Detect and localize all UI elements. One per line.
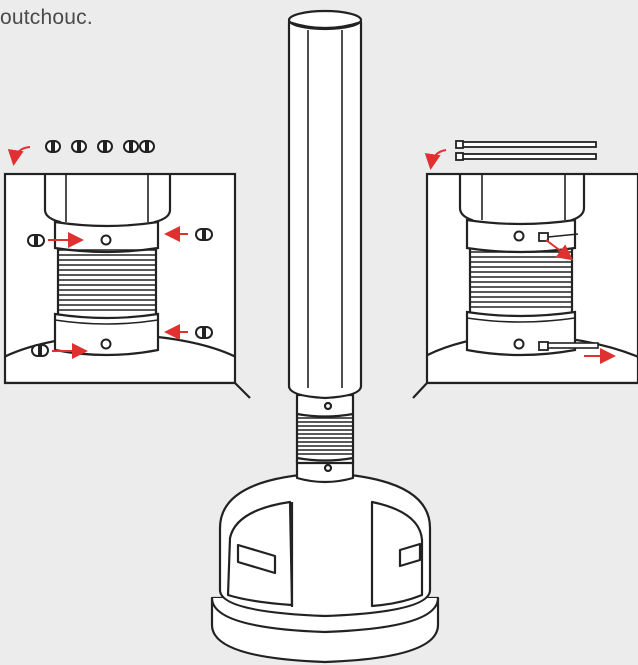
pole-assembly — [210, 9, 440, 664]
right-detail-panel — [412, 140, 638, 399]
screw-icon — [27, 228, 213, 357]
left-detail-panel — [3, 140, 251, 399]
push-arrow-icon — [48, 226, 188, 359]
rotate-arrow-icon — [424, 149, 447, 170]
pole-bellows — [295, 393, 355, 473]
rotate-arrow-icon — [7, 146, 31, 166]
caption-text: outchouc. — [0, 6, 93, 29]
pole-base — [210, 458, 440, 664]
pole-tube — [287, 9, 363, 400]
push-arrow-icon — [545, 239, 616, 364]
screw-icon — [45, 140, 155, 153]
cable-tie-icon — [455, 140, 597, 161]
